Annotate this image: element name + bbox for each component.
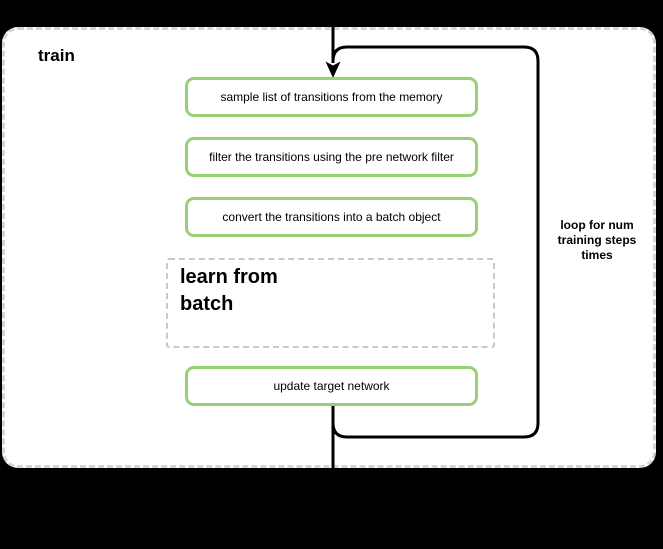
subprocess-learn-from-batch: learn from batch bbox=[166, 258, 495, 348]
loop-annotation: loop for num training steps times bbox=[557, 218, 637, 262]
container-title: train bbox=[38, 46, 75, 65]
subprocess-label: learn from batch bbox=[180, 266, 278, 315]
step-sample-transitions: sample list of transitions from the memo… bbox=[185, 77, 478, 117]
step-convert-batch: convert the transitions into a batch obj… bbox=[185, 197, 478, 237]
step-update-target-network: update target network bbox=[185, 366, 478, 406]
step-filter-transitions: filter the transitions using the pre net… bbox=[185, 137, 478, 177]
